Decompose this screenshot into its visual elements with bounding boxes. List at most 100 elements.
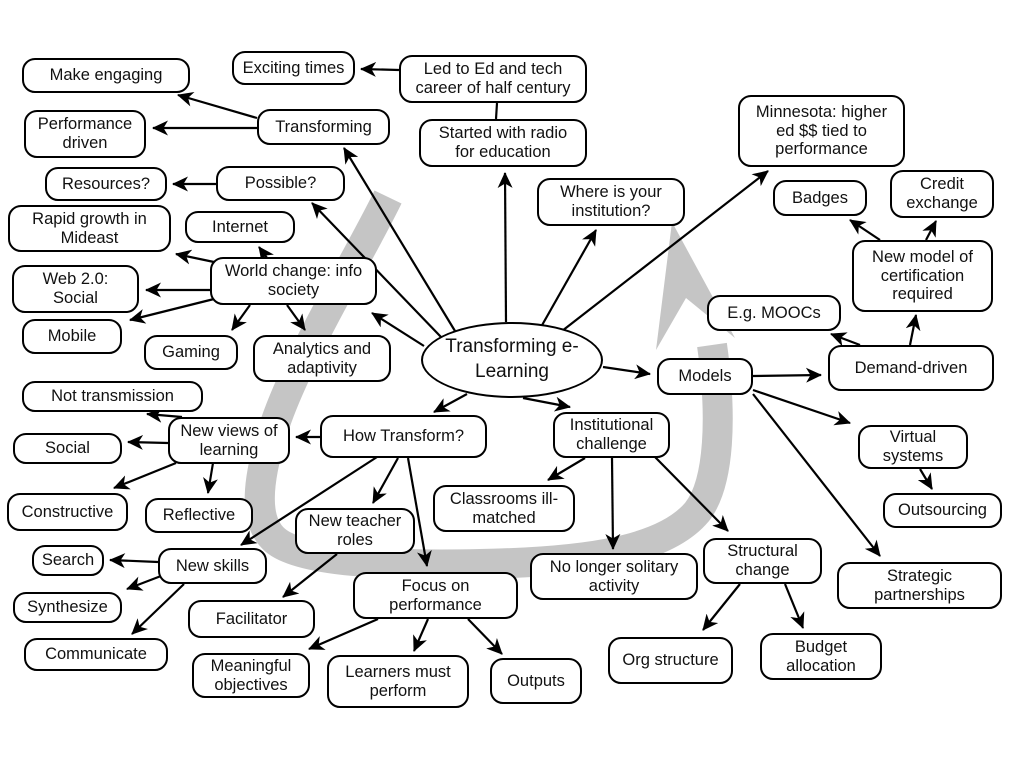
node-label: Virtual systems bbox=[882, 428, 944, 465]
node-label: Exciting times bbox=[242, 58, 345, 77]
node-led-to-ed[interactable]: Led to Ed and tech career of half centur… bbox=[399, 55, 587, 103]
edge-world-change-to-gaming bbox=[231, 304, 251, 331]
edge-demand-driven-to-eg-moocs bbox=[830, 332, 861, 347]
node-transforming[interactable]: Transforming bbox=[257, 109, 390, 145]
node-make-engaging[interactable]: Make engaging bbox=[22, 58, 190, 93]
node-badges[interactable]: Badges bbox=[773, 180, 867, 216]
edge-center-to-institutional bbox=[522, 396, 571, 412]
node-constructive[interactable]: Constructive bbox=[7, 493, 128, 531]
node-label: Communicate bbox=[45, 645, 147, 664]
edge-focus-performance-to-outputs bbox=[467, 618, 503, 655]
node-structural[interactable]: Structural change bbox=[703, 538, 822, 584]
node-minnesota[interactable]: Minnesota: higher ed $$ tied to performa… bbox=[738, 95, 905, 167]
node-institutional[interactable]: Institutional challenge bbox=[553, 412, 670, 458]
node-internet[interactable]: Internet bbox=[185, 211, 295, 243]
edge-center-to-where-institution bbox=[540, 229, 597, 328]
edge-center-to-transforming bbox=[343, 147, 456, 332]
node-label: Reflective bbox=[162, 506, 236, 525]
edge-focus-performance-to-learners-must bbox=[412, 618, 430, 652]
node-label: Learners must perform bbox=[345, 662, 451, 700]
node-label: Analytics and adaptivity bbox=[272, 339, 372, 377]
edge-center-to-started-with-radio bbox=[497, 172, 513, 323]
node-label: Gaming bbox=[162, 343, 220, 362]
node-learners-must[interactable]: Learners must perform bbox=[327, 655, 469, 708]
node-performance-driven[interactable]: Performance driven bbox=[24, 110, 146, 158]
node-exciting-times[interactable]: Exciting times bbox=[232, 51, 355, 85]
node-mobile[interactable]: Mobile bbox=[22, 319, 122, 354]
edge-new-skills-to-communicate bbox=[131, 583, 185, 635]
node-strategic[interactable]: Strategic partnerships bbox=[837, 562, 1002, 609]
node-meaningful[interactable]: Meaningful objectives bbox=[192, 653, 310, 698]
node-credit-exchange[interactable]: Credit exchange bbox=[890, 170, 994, 218]
node-label: How Transform? bbox=[342, 427, 465, 446]
edge-center-to-world-change bbox=[371, 312, 425, 347]
node-facilitator[interactable]: Facilitator bbox=[188, 600, 315, 638]
node-started-with-radio[interactable]: Started with radio for education bbox=[419, 119, 587, 167]
node-label: Resources? bbox=[61, 174, 151, 193]
node-web20[interactable]: Web 2.0: Social bbox=[12, 265, 139, 313]
node-label: Org structure bbox=[622, 651, 719, 670]
node-budget-allocation[interactable]: Budget allocation bbox=[760, 633, 882, 680]
node-label: Transforming bbox=[275, 117, 372, 136]
node-virtual-systems[interactable]: Virtual systems bbox=[858, 425, 968, 469]
node-no-longer[interactable]: No longer solitary activity bbox=[530, 553, 698, 600]
node-label: Not transmission bbox=[51, 387, 174, 406]
edge-new-skills-to-search bbox=[109, 553, 159, 569]
node-social[interactable]: Social bbox=[13, 433, 122, 464]
edge-world-change-to-rapid-growth bbox=[175, 249, 215, 265]
node-label: New teacher roles bbox=[308, 512, 402, 549]
node-new-teacher[interactable]: New teacher roles bbox=[295, 508, 415, 554]
edge-new-model-to-credit-exchange bbox=[922, 220, 937, 241]
node-org-structure[interactable]: Org structure bbox=[608, 637, 733, 684]
node-center[interactable]: Transforming e-Learning bbox=[421, 322, 603, 398]
node-how-transform[interactable]: How Transform? bbox=[320, 415, 487, 458]
node-label: World change: info society bbox=[224, 262, 363, 299]
node-demand-driven[interactable]: Demand-driven bbox=[828, 345, 994, 391]
node-possible[interactable]: Possible? bbox=[216, 166, 345, 201]
node-analytics[interactable]: Analytics and adaptivity bbox=[253, 335, 391, 382]
node-world-change[interactable]: World change: info society bbox=[210, 257, 377, 305]
node-where-institution[interactable]: Where is your institution? bbox=[537, 178, 685, 226]
edge-how-transform-to-new-skills bbox=[240, 456, 378, 546]
node-outsourcing[interactable]: Outsourcing bbox=[883, 493, 1002, 528]
edge-led-to-ed-to-exciting-times bbox=[360, 61, 400, 77]
node-label: Outputs bbox=[507, 671, 565, 690]
edge-institutional-to-structural bbox=[654, 456, 729, 532]
node-reflective[interactable]: Reflective bbox=[145, 498, 253, 533]
edge-focus-performance-to-meaningful bbox=[308, 617, 379, 651]
node-gaming[interactable]: Gaming bbox=[144, 335, 238, 370]
node-label: Possible? bbox=[244, 174, 317, 193]
node-label: Web 2.0: Social bbox=[42, 270, 109, 307]
edge-transforming-to-make-engaging bbox=[177, 91, 258, 120]
node-outputs[interactable]: Outputs bbox=[490, 658, 582, 704]
node-synthesize[interactable]: Synthesize bbox=[13, 592, 122, 623]
node-rapid-growth[interactable]: Rapid growth in Mideast bbox=[8, 205, 171, 252]
node-classrooms[interactable]: Classrooms ill-matched bbox=[433, 485, 575, 532]
node-search[interactable]: Search bbox=[32, 545, 104, 576]
edge-how-transform-to-focus-performance bbox=[406, 457, 432, 567]
node-label: Budget allocation bbox=[786, 637, 856, 675]
edge-how-transform-to-new-teacher bbox=[372, 457, 399, 504]
node-resources[interactable]: Resources? bbox=[45, 167, 167, 201]
node-label: E.g. MOOCs bbox=[727, 303, 821, 322]
node-label: New skills bbox=[175, 556, 250, 575]
node-not-transmission[interactable]: Not transmission bbox=[22, 381, 203, 412]
node-label: New model of certification required bbox=[872, 247, 973, 304]
node-eg-moocs[interactable]: E.g. MOOCs bbox=[707, 295, 841, 331]
node-label: Badges bbox=[792, 188, 848, 207]
edge-world-change-to-analytics bbox=[286, 304, 306, 331]
edge-models-to-strategic bbox=[752, 393, 881, 557]
node-communicate[interactable]: Communicate bbox=[24, 638, 168, 671]
node-new-skills[interactable]: New skills bbox=[158, 548, 267, 584]
edge-new-model-to-badges bbox=[849, 219, 881, 241]
node-focus-performance[interactable]: Focus on performance bbox=[353, 572, 518, 619]
edge-models-to-demand-driven bbox=[752, 367, 822, 383]
node-new-model[interactable]: New model of certification required bbox=[852, 240, 993, 312]
node-label: Led to Ed and tech career of half centur… bbox=[415, 60, 571, 97]
edge-world-change-to-mobile bbox=[129, 297, 215, 324]
node-new-views[interactable]: New views of learning bbox=[168, 417, 290, 464]
node-label: Minnesota: higher ed $$ tied to performa… bbox=[755, 102, 888, 159]
node-label: Models bbox=[678, 367, 732, 386]
node-models[interactable]: Models bbox=[657, 358, 753, 395]
